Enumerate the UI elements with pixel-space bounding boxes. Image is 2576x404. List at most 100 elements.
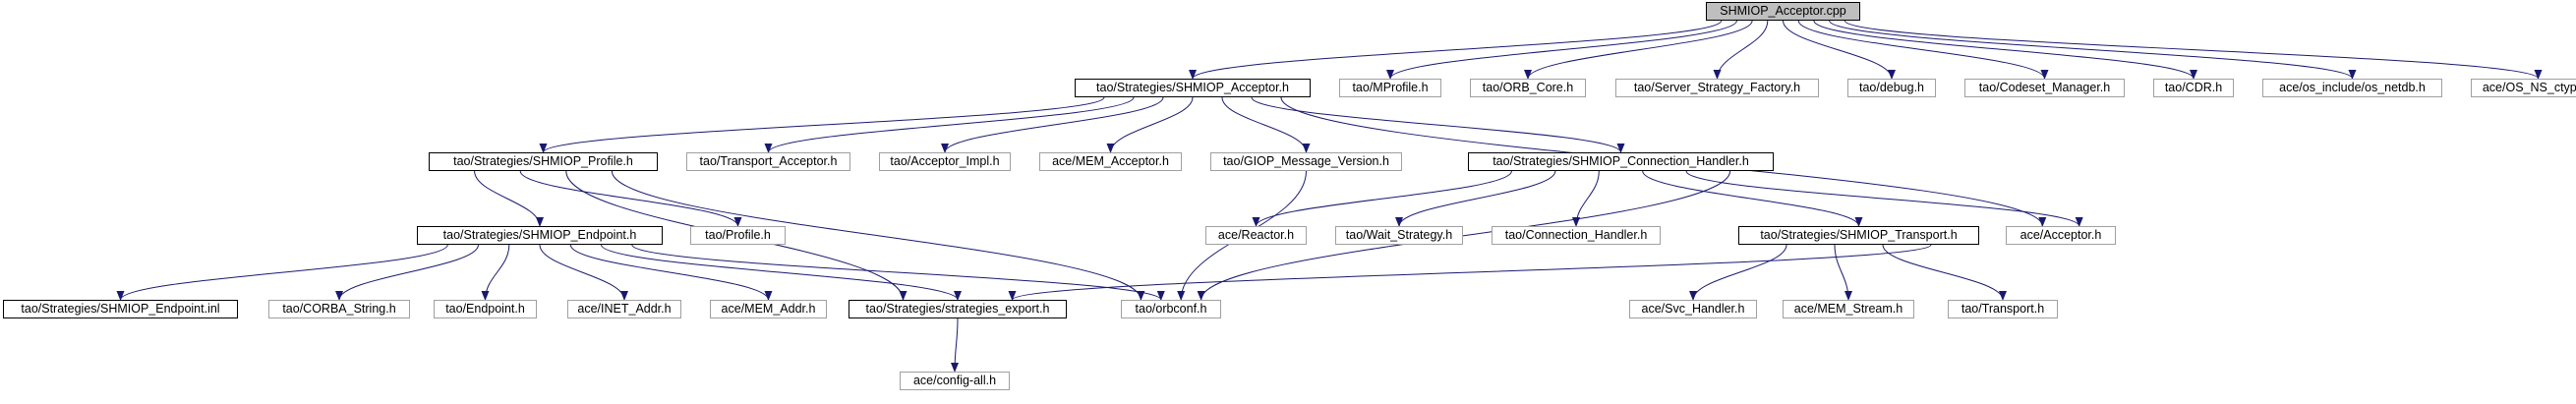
graph-node-shmiop-acceptor-cpp[interactable]: SHMIOP_Acceptor.cpp (1706, 2, 1860, 21)
graph-node-label: tao/CORBA_String.h (282, 302, 396, 317)
graph-node-label: ace/os_include/os_netdb.h (2279, 81, 2426, 95)
graph-node-label: ace/Acceptor.h (2020, 228, 2102, 243)
graph-edge (1008, 244, 1932, 301)
graph-node-label: tao/GIOP_Message_Version.h (1223, 154, 1389, 169)
graph-node-tao-strategies-shmiop-endpoint-inl[interactable]: tao/Strategies/SHMIOP_Endpoint.inl (3, 300, 238, 318)
graph-node-tao-orbconf-h[interactable]: tao/orbconf.h (1121, 300, 1221, 318)
graph-node-label: ace/MEM_Acceptor.h (1052, 154, 1169, 169)
graph-node-tao-connection-handler-h[interactable]: tao/Connection_Handler.h (1492, 226, 1661, 245)
graph-node-tao-strategies-shmiop-acceptor-h[interactable]: tao/Strategies/SHMIOP_Acceptor.h (1075, 79, 1311, 97)
graph-node-tao-strategies-shmiop-profile-h[interactable]: tao/Strategies/SHMIOP_Profile.h (429, 152, 658, 171)
graph-edge (539, 244, 628, 301)
graph-node-tao-strategies-shmiop-endpoint-h[interactable]: tao/Strategies/SHMIOP_Endpoint.h (417, 226, 663, 245)
graph-edge (1386, 20, 1737, 80)
graph-edge (941, 96, 1164, 153)
graph-edge (1882, 244, 2007, 301)
graph-edge (569, 244, 773, 301)
graph-edge (1834, 244, 1852, 301)
graph-node-ace-acceptor-h[interactable]: ace/Acceptor.h (2006, 226, 2116, 245)
graph-node-ace-mem-stream-h[interactable]: ace/MEM_Stream.h (1783, 300, 1914, 318)
graph-node-ace-os-ns-ctype-h[interactable]: ace/OS_NS_ctype.h (2471, 79, 2576, 97)
graph-node-ace-mem-addr-h[interactable]: ace/MEM_Addr.h (710, 300, 827, 318)
graph-node-label: tao/Transport_Acceptor.h (699, 154, 838, 169)
graph-node-label: tao/ORB_Core.h (1482, 81, 1574, 95)
graph-node-tao-transport-h[interactable]: tao/Transport.h (1948, 300, 2058, 318)
graph-node-label: tao/orbconf.h (1135, 302, 1207, 317)
edges (116, 20, 2543, 373)
graph-edge (1783, 20, 1896, 80)
graph-node-tao-acceptor-impl-h[interactable]: tao/Acceptor_Impl.h (879, 152, 1011, 171)
graph-node-label: ace/INET_Addr.h (577, 302, 672, 317)
graph-node-tao-codeset-manager-h[interactable]: tao/Codeset_Manager.h (1964, 79, 2125, 97)
graph-edge (1189, 20, 1723, 80)
graph-edge (1685, 170, 2083, 227)
graph-edge (611, 170, 1145, 301)
graph-node-label: SHMIOP_Acceptor.cpp (1720, 4, 1846, 19)
graph-node-ace-mem-acceptor-h[interactable]: ace/MEM_Acceptor.h (1039, 152, 1182, 171)
graph-node-label: tao/Acceptor_Impl.h (890, 154, 1000, 169)
graph-edge (1797, 20, 2049, 80)
graph-node-tao-wait-strategy-h[interactable]: tao/Wait_Strategy.h (1335, 226, 1463, 245)
graph-edge (474, 170, 544, 227)
graph-node-label: tao/Strategies/SHMIOP_Endpoint.inl (21, 302, 220, 317)
graph-node-label: ace/MEM_Addr.h (721, 302, 816, 317)
graph-node-ace-inet-addr-h[interactable]: ace/INET_Addr.h (567, 300, 681, 318)
graph-node-tao-strategies-shmiop-transport-h[interactable]: tao/Strategies/SHMIOP_Transport.h (1738, 226, 1979, 245)
graph-node-tao-transport-acceptor-h[interactable]: tao/Transport_Acceptor.h (686, 152, 850, 171)
graph-edge (1106, 96, 1194, 153)
graph-node-tao-debug-h[interactable]: tao/debug.h (1847, 79, 1936, 97)
graph-edge (1689, 244, 1787, 301)
graph-node-tao-orb-core-h[interactable]: tao/ORB_Core.h (1470, 79, 1586, 97)
graph-node-tao-endpoint-h[interactable]: tao/Endpoint.h (434, 300, 537, 318)
graph-node-ace-svc-handler-h[interactable]: ace/Svc_Handler.h (1629, 300, 1757, 318)
graph-node-ace-os-include-os-netdb-h[interactable]: ace/os_include/os_netdb.h (2262, 79, 2442, 97)
graph-node-label: tao/Server_Strategy_Factory.h (1633, 81, 1801, 95)
graph-node-label: ace/Svc_Handler.h (1641, 302, 1745, 317)
graph-node-label: tao/Strategies/strategies_export.h (865, 302, 1050, 317)
graph-node-label: tao/Wait_Strategy.h (1345, 228, 1453, 243)
graph-node-label: tao/Profile.h (705, 228, 771, 243)
graph-node-label: tao/Codeset_Manager.h (1978, 81, 2111, 95)
graph-edge (951, 317, 960, 373)
graph-node-label: tao/Strategies/SHMIOP_Profile.h (453, 154, 633, 169)
graph-edge (1395, 170, 1556, 227)
graph-node-label: tao/debug.h (1858, 81, 1925, 95)
graph-node-tao-profile-h[interactable]: tao/Profile.h (690, 226, 786, 245)
graph-edge (1252, 170, 1512, 227)
graph-node-tao-giop-message-version-h[interactable]: tao/GIOP_Message_Version.h (1210, 152, 1402, 171)
graph-node-label: tao/Strategies/SHMIOP_Connection_Handler… (1493, 154, 1749, 169)
graph-node-label: tao/MProfile.h (1352, 81, 1429, 95)
graph-node-ace-config-all-h[interactable]: ace/config-all.h (900, 372, 1010, 390)
graph-edge (1813, 20, 2197, 80)
graph-edge (1251, 96, 1625, 153)
graph-node-label: tao/Connection_Handler.h (1504, 228, 1648, 243)
graph-edge (481, 244, 510, 301)
graph-edge (1221, 96, 1311, 153)
graph-edge (1524, 20, 1753, 80)
graph-node-tao-server-strategy-factory-h[interactable]: tao/Server_Strategy_Factory.h (1615, 79, 1819, 97)
graph-edge (1197, 170, 1731, 301)
graph-node-tao-strategies-strategies-export-h[interactable]: tao/Strategies/strategies_export.h (849, 300, 1067, 318)
graph-node-ace-reactor-h[interactable]: ace/Reactor.h (1205, 226, 1307, 245)
graph-edge (601, 244, 962, 301)
graph-node-label: ace/MEM_Stream.h (1793, 302, 1903, 317)
graph-edge (519, 170, 742, 227)
graph-node-label: tao/Strategies/SHMIOP_Transport.h (1760, 228, 1958, 243)
graph-node-tao-mprofile-h[interactable]: tao/MProfile.h (1339, 79, 1441, 97)
graph-edge (1642, 170, 1863, 227)
graph-edge (335, 244, 479, 301)
graph-node-label: tao/Transport.h (1961, 302, 2045, 317)
graph-node-tao-cdr-h[interactable]: tao/CDR.h (2153, 79, 2234, 97)
graph-edge (631, 244, 1165, 301)
graph-edge (539, 96, 1105, 153)
graph-node-tao-corba-string-h[interactable]: tao/CORBA_String.h (268, 300, 410, 318)
graph-edge (1844, 20, 2543, 80)
graph-node-label: tao/Strategies/SHMIOP_Endpoint.h (442, 228, 637, 243)
graph-edge (116, 244, 448, 301)
graph-edge (1572, 170, 1600, 227)
graph-node-label: ace/Reactor.h (1217, 228, 1295, 243)
graph-node-tao-strategies-shmiop-connection-handler-h[interactable]: tao/Strategies/SHMIOP_Connection_Handler… (1468, 152, 1774, 171)
